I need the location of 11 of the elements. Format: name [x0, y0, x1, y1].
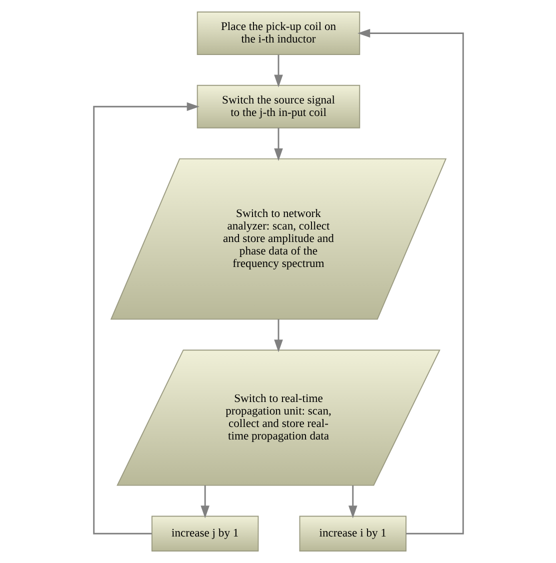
arrow — [348, 485, 357, 518]
arrow — [274, 54, 282, 88]
arrow — [274, 128, 282, 161]
node-box: Switch the source signal to the j-th in-put coil — [196, 84, 360, 128]
arrow — [357, 28, 464, 534]
arrow — [92, 102, 199, 534]
node-box: increase j by 1 — [150, 516, 258, 552]
node-box: Place the pick-up coil on the i-th inductor — [196, 12, 360, 55]
node-box: increase i by 1 — [298, 516, 406, 552]
arrow — [200, 485, 209, 518]
arrow — [274, 319, 282, 352]
